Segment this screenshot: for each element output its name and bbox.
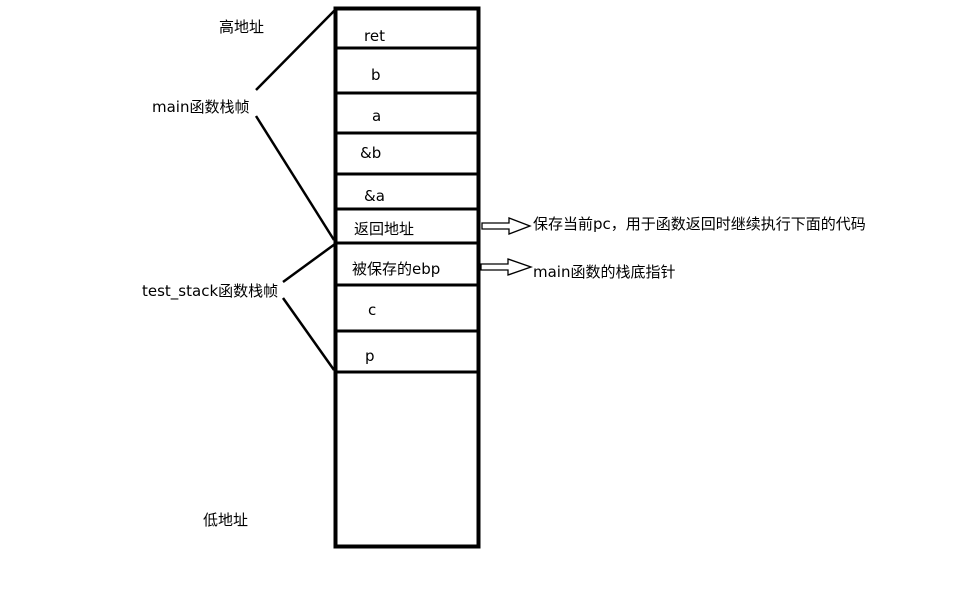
saved-ebp-arrow-icon xyxy=(480,258,533,276)
saved-ebp-note: main函数的栈底指针 xyxy=(533,263,675,281)
return-address-arrow-icon xyxy=(481,217,532,235)
test-stack-frame-label: test_stack函数栈帧 xyxy=(142,282,278,301)
main-frame-bracket xyxy=(254,9,336,241)
cell-b: b xyxy=(371,66,381,84)
cell-ref-b: &b xyxy=(360,144,381,162)
cell-a: a xyxy=(372,107,381,125)
return-address-note: 保存当前pc，用于函数返回时继续执行下面的代码 xyxy=(533,215,866,233)
main-bracket-bottom xyxy=(254,115,336,241)
cell-ret: ret xyxy=(364,27,385,45)
cell-saved-ebp: 被保存的ebp xyxy=(352,260,440,278)
low-address-label: 低地址 xyxy=(203,511,248,529)
stack-column xyxy=(333,6,481,549)
test-bracket-top xyxy=(282,242,336,284)
cell-p: p xyxy=(365,347,375,365)
test-bracket-bottom xyxy=(281,297,336,371)
main-frame-label: main函数栈帧 xyxy=(152,98,249,116)
cell-dividers xyxy=(335,46,479,374)
cell-return-address: 返回地址 xyxy=(354,220,414,238)
cell-c: c xyxy=(368,301,376,319)
high-address-label: 高地址 xyxy=(219,18,264,36)
cell-ref-a: &a xyxy=(364,187,385,205)
test-stack-frame-bracket xyxy=(281,242,336,371)
main-bracket-top xyxy=(255,9,336,91)
